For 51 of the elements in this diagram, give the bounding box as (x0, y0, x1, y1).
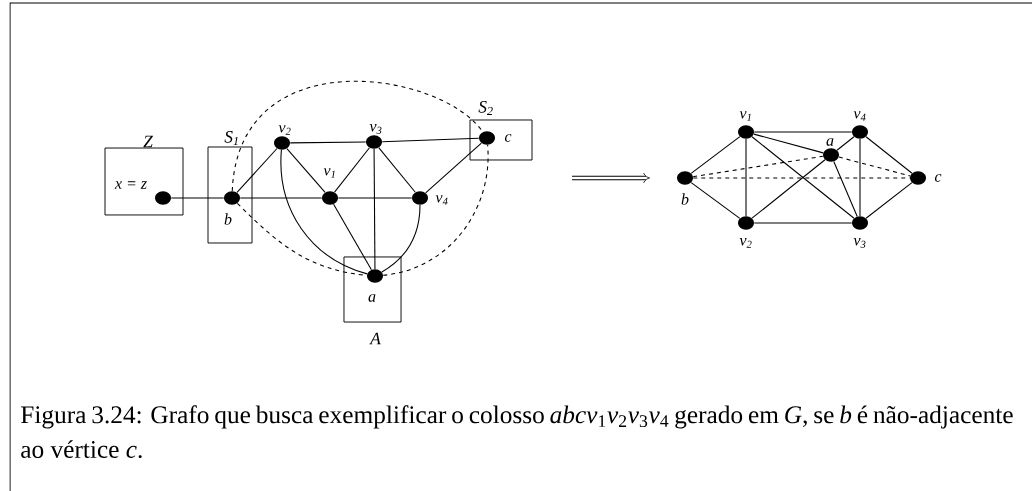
node-label: a (826, 138, 834, 146)
graph-edge (373, 148, 376, 270)
graph-edge (381, 204, 421, 273)
node-label: c (504, 134, 512, 142)
dashed-edge (236, 202, 368, 276)
node-label: Z (143, 135, 153, 148)
graph-edge (690, 182, 741, 219)
dashed-edge (692, 177, 911, 179)
graph-edge (286, 148, 326, 193)
graph-edge (745, 138, 747, 217)
graph-edge (236, 147, 278, 193)
graph-edge (859, 138, 861, 217)
node-label: b (224, 213, 232, 225)
graph-edge (865, 136, 913, 174)
graph-edge (836, 136, 855, 151)
dashed-edge (838, 156, 911, 177)
graph-edge (753, 222, 853, 224)
node-label: v$_{4}$ (435, 195, 448, 205)
node-label: v$_{3}$ (853, 238, 866, 248)
graph-edge (170, 197, 225, 199)
graph-edge (378, 147, 416, 193)
graph-edge (751, 159, 826, 219)
node-label: b (681, 193, 689, 205)
graph-edge (751, 136, 855, 219)
graph-edge (833, 161, 858, 217)
node-label: A (369, 332, 381, 345)
dashed-edge (231, 81, 484, 192)
graph-edge (753, 133, 824, 154)
graph-edge (690, 136, 741, 174)
graph-edge (381, 137, 480, 143)
node-label: v$_{2}$ (739, 238, 752, 248)
graph-edge (753, 131, 853, 133)
node-label: v$_{3}$ (369, 124, 382, 134)
graph-edge (425, 142, 482, 194)
node-label: S$_{2}$ (478, 100, 493, 115)
graph-edge (289, 141, 367, 144)
node-label: a (368, 294, 376, 302)
graph-edge (333, 203, 372, 271)
graph-edge (239, 197, 323, 199)
node-label: v$_{2}$ (278, 125, 291, 135)
figure-caption: Figura 3.24: Grafo que busca exemplificar o colosso abcv$_{1}$v$_{2}$v$_{3}$v$_{4}$ gerado em G, se b é não-adjacente ao vértice c. (21, 405, 1013, 459)
node-label: x = z (114, 181, 147, 189)
node-label: v$_{4}$ (853, 111, 866, 121)
node-label: c (934, 174, 942, 182)
graph-edge (865, 182, 913, 219)
graph-edge (337, 197, 413, 199)
node-label: v$_{1}$ (739, 111, 751, 121)
node-label: S$_{1}$ (224, 131, 238, 145)
graph-edge (280, 149, 368, 275)
node-label: v$_{1}$ (323, 168, 335, 178)
graph-edge (334, 147, 370, 193)
